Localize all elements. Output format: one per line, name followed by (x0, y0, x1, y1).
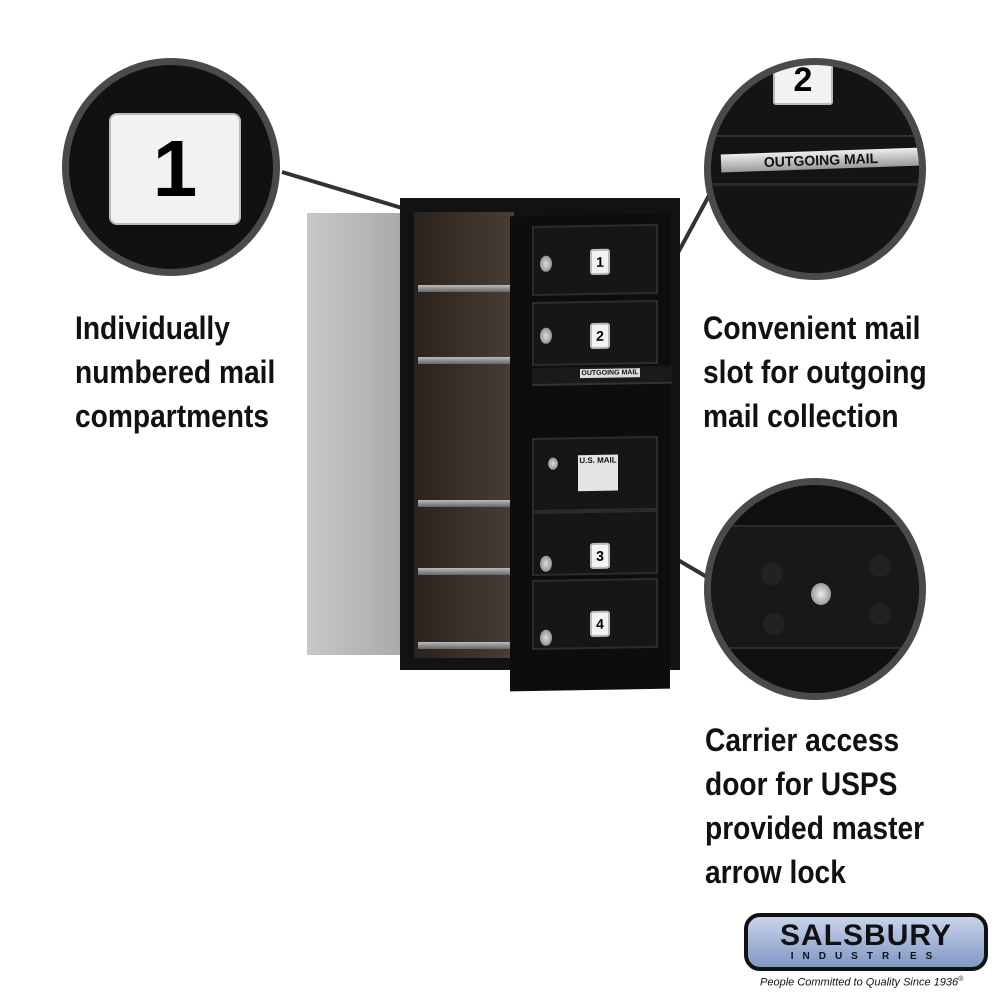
door-number: 2 (590, 322, 610, 349)
registered-mark: ® (958, 976, 964, 983)
master-door[interactable]: 1 2 OUTGOING MAIL U.S. MAIL 3 4 (510, 213, 672, 692)
rivet-icon (763, 613, 785, 635)
outgoing-mail-plate: OUTGOING MAIL (720, 147, 919, 173)
compartment-door-2[interactable]: 2 (532, 299, 658, 367)
compartment-door-3[interactable]: 3 (532, 509, 658, 577)
feature-line: compartments (75, 398, 270, 434)
number-tag: 1 (109, 113, 241, 225)
feature-line: Convenient mail (703, 310, 921, 346)
shelf (418, 500, 510, 507)
feature-line: mail collection (703, 398, 899, 434)
shelf (418, 642, 510, 649)
outgoing-mail-plate: OUTGOING MAIL (580, 368, 640, 379)
callout-outgoing-slot: 2 OUTGOING MAIL (704, 58, 926, 280)
compartment-door-1[interactable]: 1 (532, 223, 658, 297)
door-number: 1 (590, 248, 610, 275)
brand-name: SALSBURY (780, 919, 952, 952)
lock-icon (540, 327, 552, 344)
shelf (418, 357, 510, 364)
rivet-icon (869, 555, 891, 577)
brand-tagline: People Committed to Quality Since 1936® (760, 976, 963, 989)
feature-line: provided master (705, 810, 925, 846)
carrier-access-door[interactable]: U.S. MAIL (532, 435, 658, 513)
lock-icon (540, 255, 552, 272)
shelf (418, 285, 510, 292)
feature-line: slot for outgoing (703, 354, 927, 390)
feature-outgoing-slot: Convenient mail slot for outgoing mail c… (703, 306, 927, 438)
carrier-plate: U.S. MAIL (578, 454, 618, 492)
feature-line: door for USPS (705, 766, 898, 802)
callout-carrier-lock (704, 478, 926, 700)
cabinet-interior (414, 212, 514, 658)
tagline-text: People Committed to Quality Since 1936 (760, 976, 959, 989)
feature-line: Carrier access (705, 722, 900, 758)
outgoing-mail-slot[interactable]: OUTGOING MAIL (532, 365, 672, 387)
lock-icon (540, 629, 552, 646)
number-tag: 2 (773, 65, 833, 105)
callout-compartment-number: 1 (62, 58, 280, 276)
arrow-lock-icon (548, 457, 558, 470)
feature-line: arrow lock (705, 854, 846, 890)
door-number: 4 (590, 610, 610, 637)
feature-carrier-door: Carrier access door for USPS provided ma… (705, 718, 924, 894)
rivet-icon (869, 603, 891, 625)
slot-edge (711, 183, 919, 186)
compartment-door-4[interactable]: 4 (532, 577, 658, 651)
arrow-lock-icon (811, 583, 831, 605)
feature-numbered-compartments: Individually numbered mail compartments (75, 306, 275, 438)
brand-sub: INDUSTRIES (790, 951, 942, 962)
side-panel (307, 213, 403, 655)
shelf (418, 568, 510, 575)
feature-line: Individually (75, 310, 230, 346)
door-edge (711, 135, 919, 137)
rivet-icon (761, 563, 783, 585)
lock-icon (540, 555, 552, 572)
door-number: 3 (590, 542, 610, 569)
feature-line: numbered mail (75, 354, 276, 390)
salsbury-logo: SALSBURY INDUSTRIES (744, 913, 988, 971)
